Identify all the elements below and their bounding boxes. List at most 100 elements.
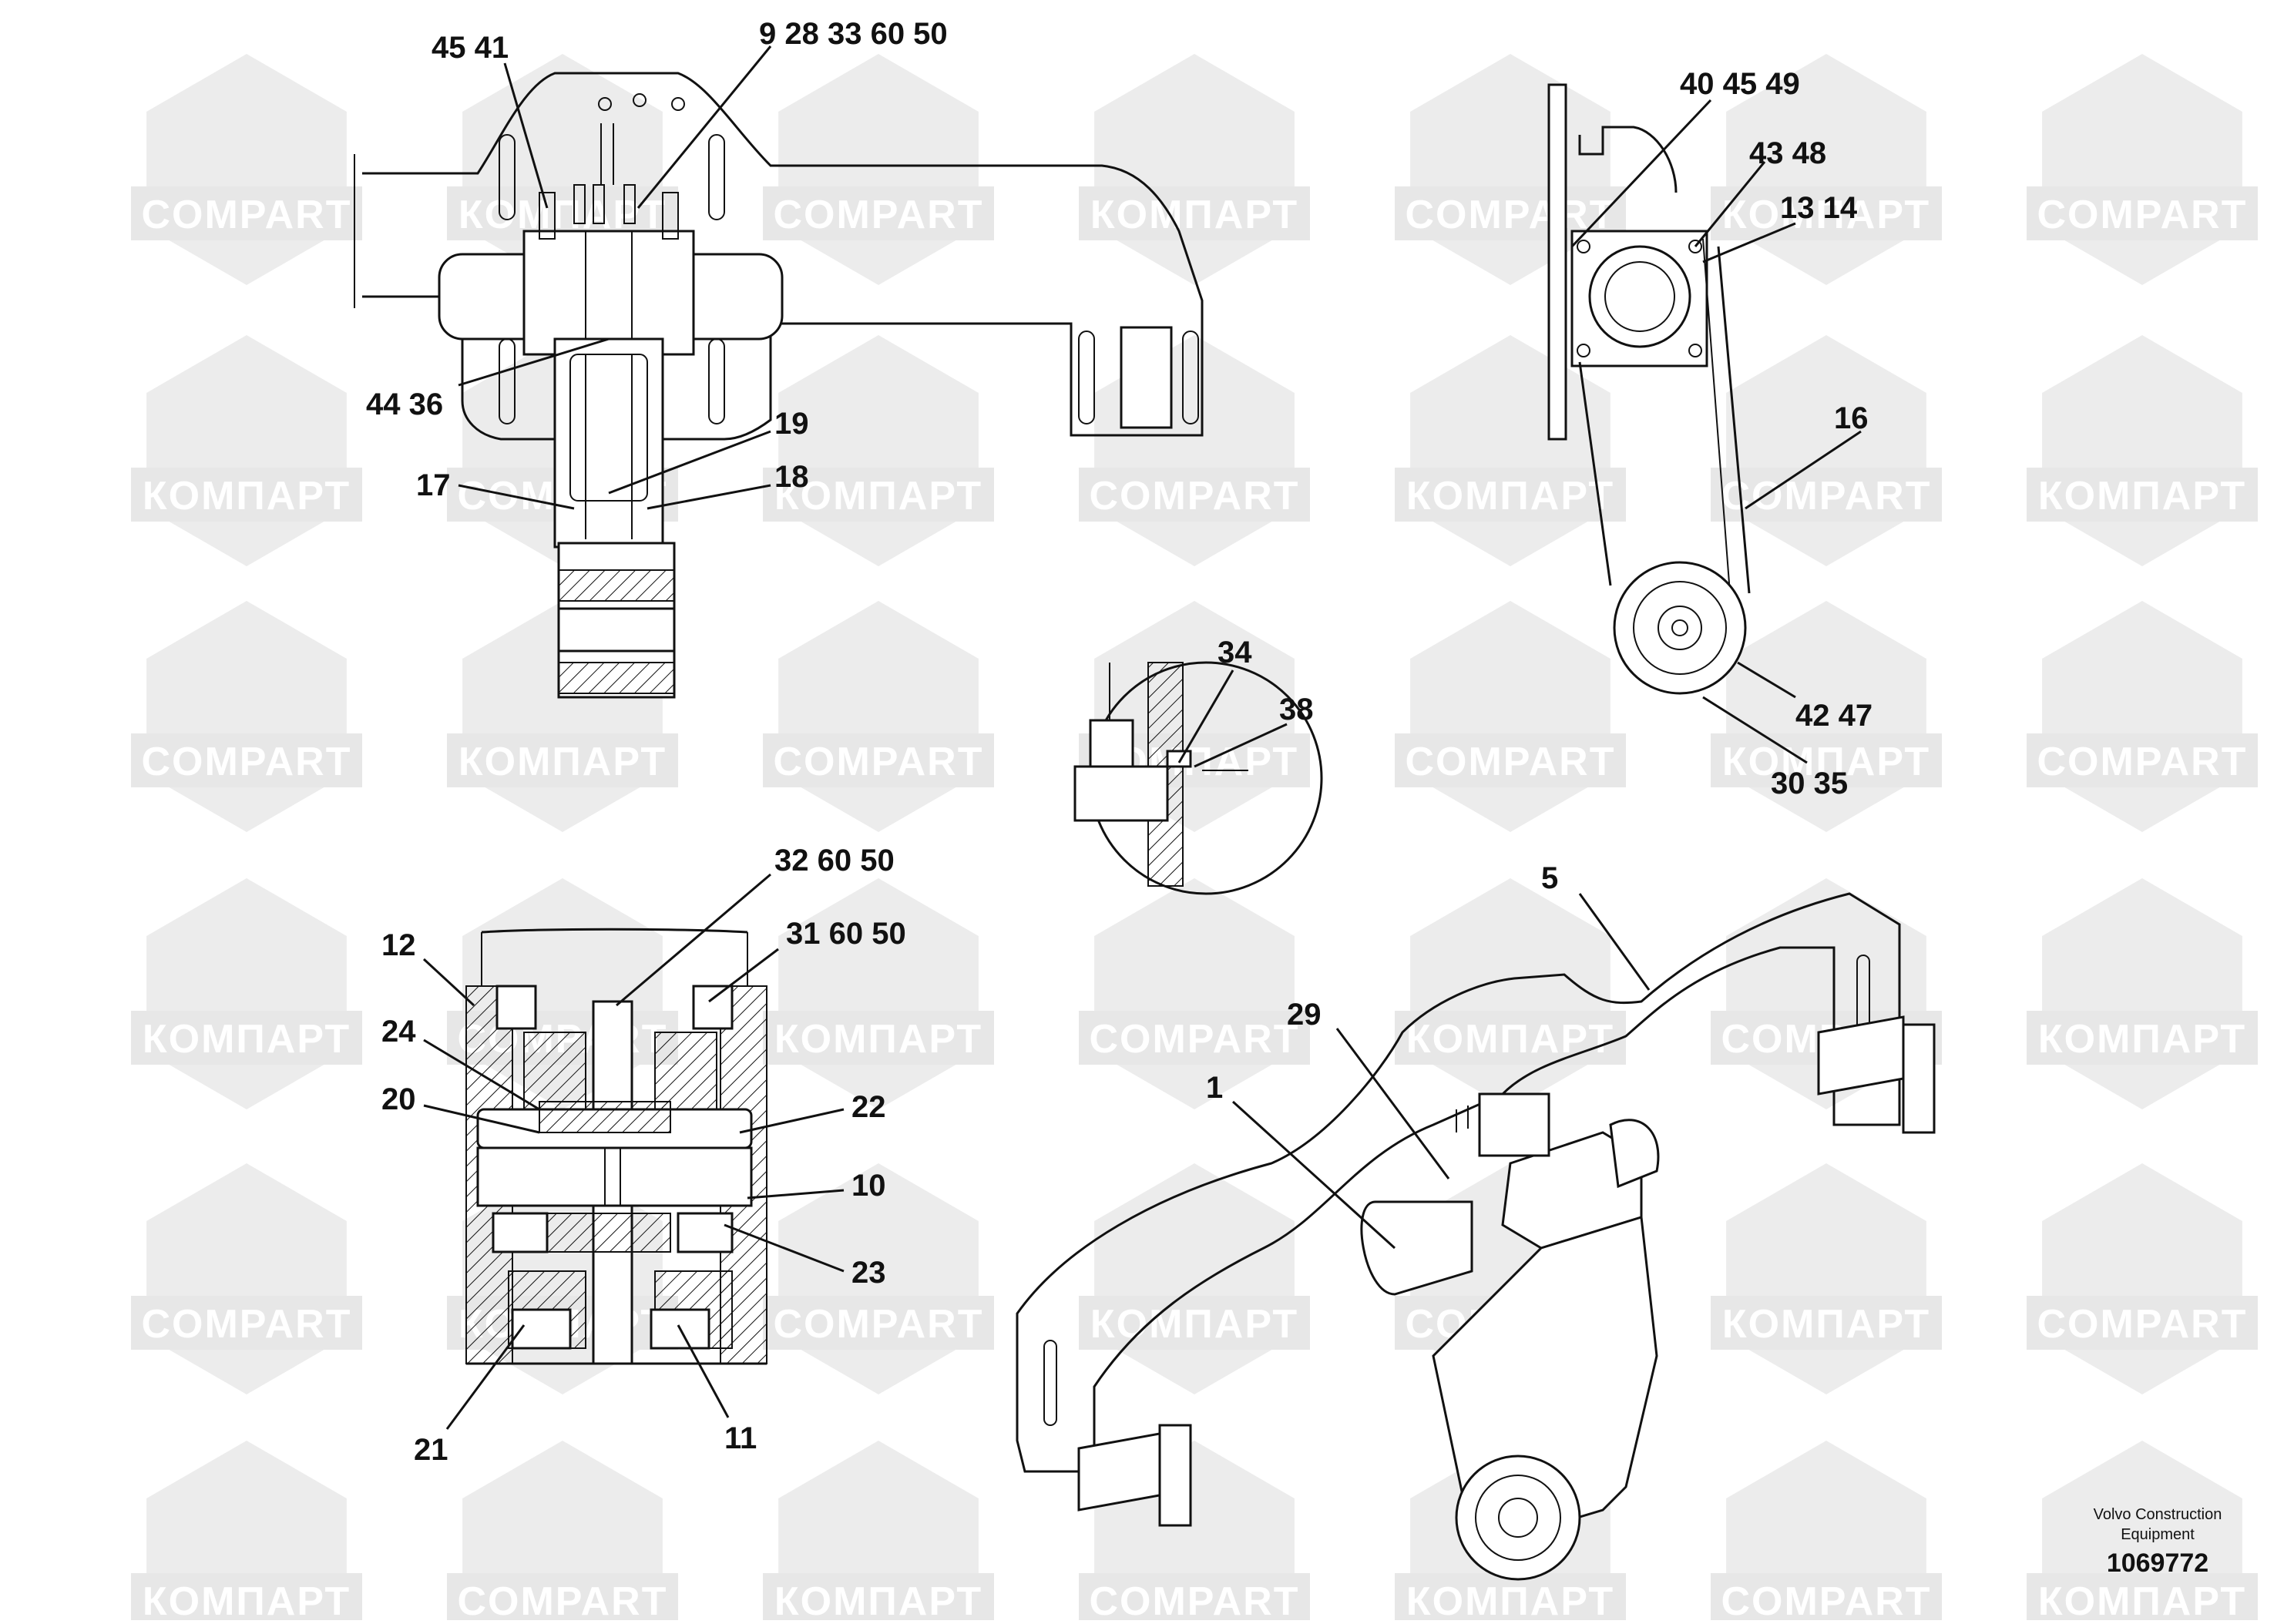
callout-11: 11	[724, 1421, 757, 1455]
callout-30-35: 30 35	[1771, 767, 1848, 800]
callout-13-14: 13 14	[1780, 191, 1858, 225]
watermark-text: КОМПАРТ	[2038, 474, 2246, 518]
watermark-tile: КОМПАРТ	[1079, 1163, 1310, 1394]
watermark-text: COMPART	[1089, 1579, 1299, 1620]
watermark-tile: КОМПАРТ	[1711, 1163, 1942, 1394]
callout-45-41: 45 41	[432, 31, 509, 65]
watermark-text: КОМПАРТ	[774, 1017, 982, 1062]
watermark-text: КОМПАРТ	[1722, 1302, 1930, 1347]
watermark-text: COMPART	[773, 1302, 983, 1347]
callout-17: 17	[416, 468, 451, 502]
top-left-view: 45 41 9 28 33 60 50 44 36 19 17 18	[354, 17, 1204, 699]
watermark-text: COMPART	[141, 193, 351, 237]
watermark-text: КОМПАРТ	[2038, 1017, 2246, 1062]
watermark-text: COMPART	[1721, 474, 1931, 518]
watermark-text: КОМПАРТ	[1090, 1302, 1298, 1347]
watermark-text: КОМПАРТ	[1722, 740, 1930, 784]
watermark-tile: COMPART	[763, 54, 994, 285]
watermark-text: COMPART	[1089, 474, 1299, 518]
watermark-text: КОМПАРТ	[1722, 193, 1930, 237]
watermark-tile: COMPART	[131, 1163, 362, 1394]
callout-20: 20	[381, 1082, 416, 1116]
watermark-tile: КОМПАРТ	[2027, 878, 2258, 1109]
watermark-text: COMPART	[773, 740, 983, 784]
watermark-tile: COMPART	[131, 54, 362, 285]
watermark-text: COMPART	[141, 1302, 351, 1347]
watermark-text: КОМПАРТ	[2038, 1579, 2246, 1620]
callout-40-45-49: 40 45 49	[1680, 67, 1800, 101]
watermark-text: COMPART	[2037, 1302, 2247, 1347]
watermark-tile: КОМПАРТ	[1079, 54, 1310, 285]
watermark-text: COMPART	[457, 1579, 667, 1620]
detail-view: 34 38	[1073, 636, 1323, 895]
maker-line-2: Equipment	[2121, 1526, 2195, 1543]
drawing-footer: Volvo Construction Equipment 1069772	[2094, 1506, 2222, 1578]
watermark-text: COMPART	[1089, 1017, 1299, 1062]
watermark-tile: КОМПАРТ	[131, 1441, 362, 1624]
watermark-tile: COMPART	[1395, 601, 1626, 832]
document-number: 1069772	[2107, 1549, 2208, 1578]
watermark-tile: COMPART	[763, 601, 994, 832]
top-right-view: 40 45 49 43 48 13 14 16 42 47 30 35	[1547, 67, 1872, 800]
watermark-tile: КОМПАРТ	[1711, 54, 1942, 285]
watermark-text: COMPART	[2037, 740, 2247, 784]
watermark-text: КОМПАРТ	[1406, 1579, 1614, 1620]
watermark-text: КОМПАРТ	[143, 1017, 351, 1062]
watermark-tile: КОМПАРТ	[763, 335, 994, 566]
section-view: 32 60 50 31 60 50 12 24 20 22 10 23 21 1…	[381, 844, 906, 1467]
watermark-text: COMPART	[141, 740, 351, 784]
watermark-text: КОМПАРТ	[774, 1579, 982, 1620]
watermark-tile: КОМПАРТ	[763, 1441, 994, 1624]
maker-line-1: Volvo Construction	[2094, 1506, 2222, 1523]
callout-10: 10	[851, 1169, 886, 1203]
isometric-view: 5 29 1	[1016, 861, 1936, 1581]
callout-43-48: 43 48	[1749, 136, 1826, 170]
watermark-tile: КОМПАРТ	[1395, 878, 1626, 1109]
callout-29: 29	[1287, 998, 1322, 1032]
watermark-tile: COMPART	[131, 601, 362, 832]
watermark-tile: COMPART	[1079, 335, 1310, 566]
callout-18: 18	[774, 460, 809, 494]
watermark-text: COMPART	[773, 193, 983, 237]
watermark-text: COMPART	[1405, 740, 1615, 784]
callout-9-28-33-60-50: 9 28 33 60 50	[759, 17, 948, 51]
callout-12: 12	[381, 928, 416, 962]
watermark-tile: COMPART	[1079, 878, 1310, 1109]
watermark-tile: КОМПАРТ	[763, 878, 994, 1109]
callout-19: 19	[774, 407, 809, 441]
callout-38: 38	[1279, 693, 1314, 726]
callout-1: 1	[1206, 1071, 1223, 1105]
watermark-tile: КОМПАРТ	[1711, 601, 1942, 832]
watermark-tile: КОМПАРТ	[2027, 335, 2258, 566]
watermark-text: КОМПАРТ	[774, 474, 982, 518]
callout-34: 34	[1218, 636, 1252, 669]
watermark-tile: КОМПАРТ	[131, 335, 362, 566]
callout-44-36: 44 36	[366, 388, 443, 421]
watermark-tile: COMPART	[447, 1441, 678, 1624]
callout-16: 16	[1834, 401, 1869, 435]
watermark-text: КОМПАРТ	[458, 740, 667, 784]
callout-22: 22	[851, 1090, 886, 1124]
watermark-text: КОМПАРТ	[143, 1579, 351, 1620]
callout-21: 21	[414, 1433, 448, 1467]
watermark-tile: COMPART	[2027, 601, 2258, 832]
callout-24: 24	[381, 1015, 416, 1049]
callout-31-60-50: 31 60 50	[786, 917, 906, 951]
watermark-tile: COMPART	[2027, 1163, 2258, 1394]
watermark-text: COMPART	[1405, 193, 1615, 237]
watermark-tile: COMPART	[2027, 54, 2258, 285]
watermark-text: КОМПАРТ	[458, 193, 667, 237]
callout-23: 23	[851, 1256, 886, 1290]
watermark-text: COMPART	[2037, 193, 2247, 237]
callout-42-47: 42 47	[1795, 699, 1872, 733]
watermark-tile: COMPART	[1711, 1441, 1942, 1624]
watermark-text: COMPART	[1721, 1579, 1931, 1620]
watermark-tile: КОМПАРТ	[131, 878, 362, 1109]
watermark-tile: COMPART	[1711, 335, 1942, 566]
watermark-text: КОМПАРТ	[1090, 193, 1298, 237]
watermark-tile: COMPART	[763, 1163, 994, 1394]
callout-5: 5	[1541, 861, 1558, 895]
callout-32-60-50: 32 60 50	[774, 844, 895, 877]
